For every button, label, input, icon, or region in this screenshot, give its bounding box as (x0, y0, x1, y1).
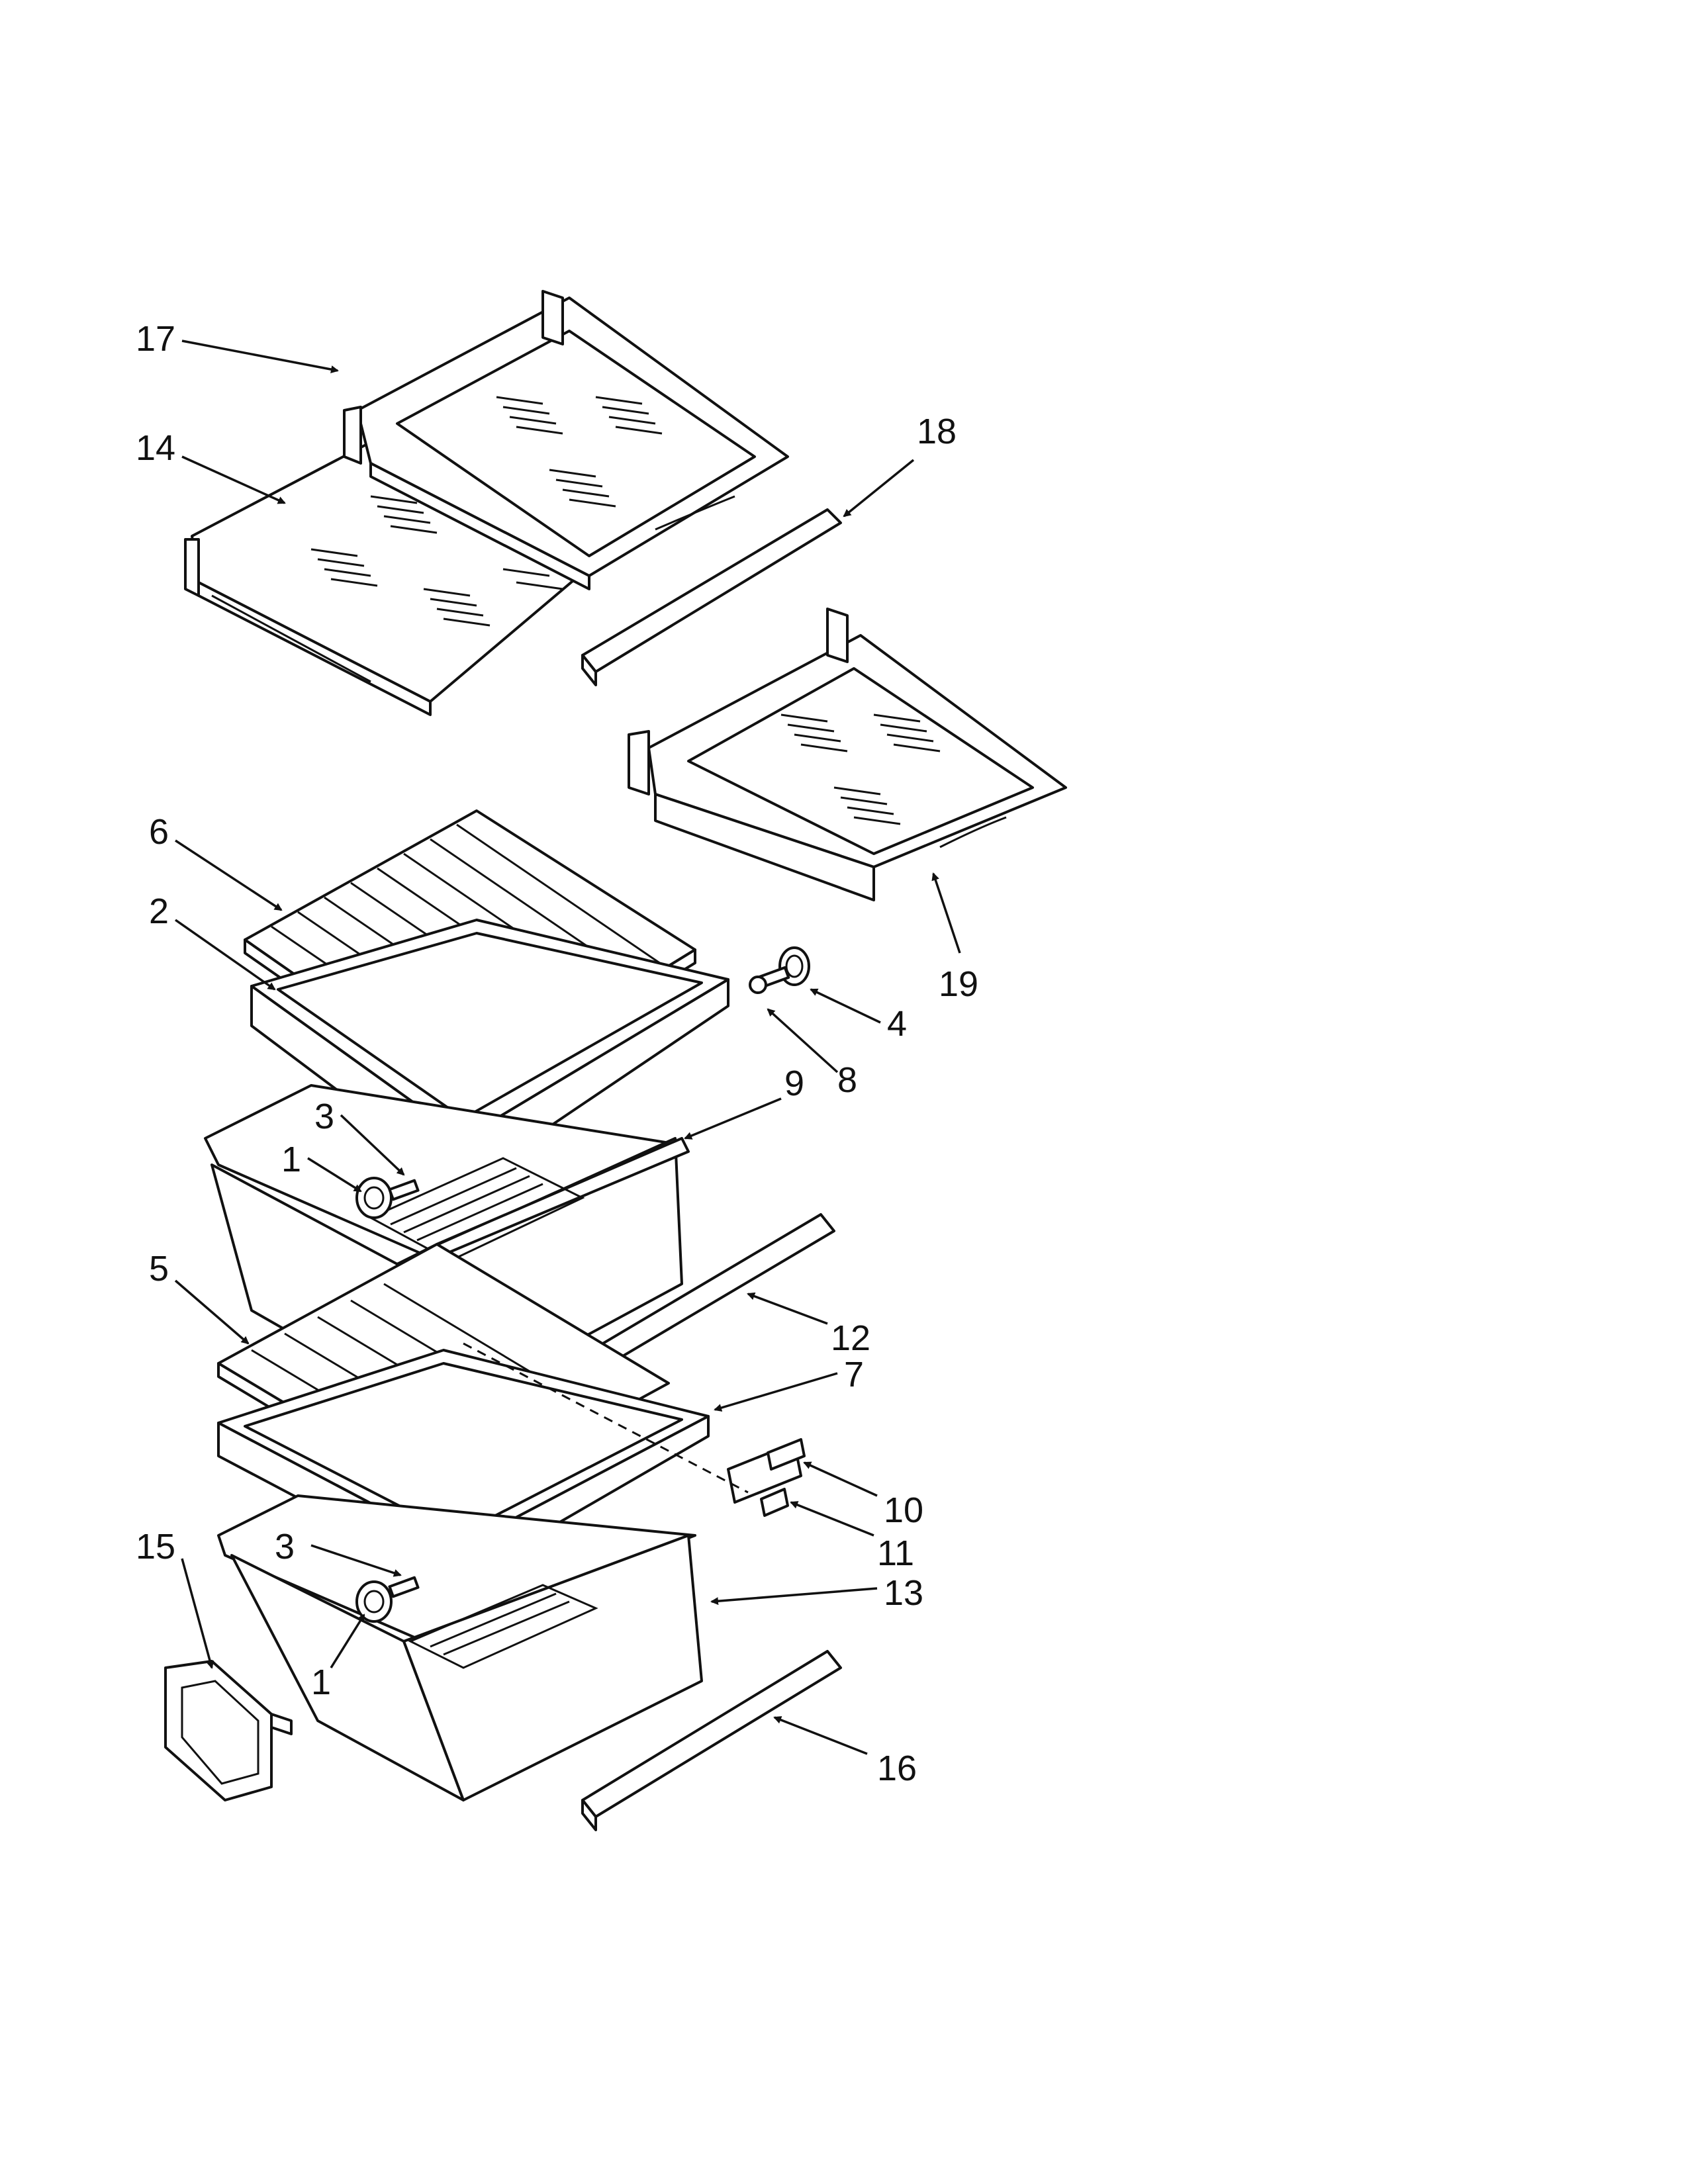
callout-12: 12 (831, 1318, 870, 1358)
part-15-badge (164, 1660, 293, 1801)
callout-16: 16 (877, 1749, 917, 1788)
part-13-grille (408, 1584, 598, 1669)
callout-10: 10 (884, 1490, 923, 1530)
part-19-shelf (628, 608, 1067, 901)
part-16-trim (581, 1650, 842, 1831)
part-10-control-slide (727, 1438, 806, 1504)
callout-18: 18 (917, 412, 957, 451)
part-1-roller-lower (355, 1580, 393, 1623)
callout-11: 11 (877, 1533, 914, 1573)
callout-3-lower: 3 (275, 1527, 295, 1567)
part-19-glass-hatch (780, 713, 941, 825)
callout-6: 6 (149, 812, 169, 852)
callout-5: 5 (149, 1249, 169, 1289)
callout-13: 13 (884, 1573, 923, 1613)
callout-2: 2 (149, 891, 169, 931)
part-3-axle-lower (388, 1576, 420, 1598)
callout-1-upper: 1 (281, 1140, 301, 1179)
part-1-roller-upper (355, 1177, 393, 1219)
part-17-glass-hatch (496, 396, 663, 508)
callout-7: 7 (844, 1355, 864, 1394)
callout-1-lower: 1 (311, 1662, 331, 1702)
part-18-trim (581, 508, 842, 686)
callout-17: 17 (136, 319, 175, 359)
callout-15: 15 (136, 1527, 175, 1567)
callout-3-upper: 3 (314, 1097, 334, 1136)
part-9-grille (368, 1157, 585, 1262)
callout-19: 19 (939, 964, 978, 1004)
callout-14: 14 (136, 428, 175, 468)
alignment-dashed-line (463, 1342, 749, 1494)
callout-labels: 17 14 18 19 6 2 4 8 9 3 1 5 12 7 10 11 1… (136, 319, 978, 1788)
callout-4: 4 (887, 1004, 907, 1044)
part-11-slide-clip (760, 1488, 789, 1517)
callout-8: 8 (837, 1060, 857, 1100)
part-3-axle-upper (388, 1179, 420, 1201)
part-8-axle (749, 966, 790, 994)
part-17-shelf (343, 290, 789, 590)
part-14-glass-hatch (310, 495, 563, 627)
callout-9: 9 (784, 1064, 804, 1103)
part-13-crisper-drawer-lower (217, 1494, 703, 1801)
leader-lines (174, 340, 961, 1755)
